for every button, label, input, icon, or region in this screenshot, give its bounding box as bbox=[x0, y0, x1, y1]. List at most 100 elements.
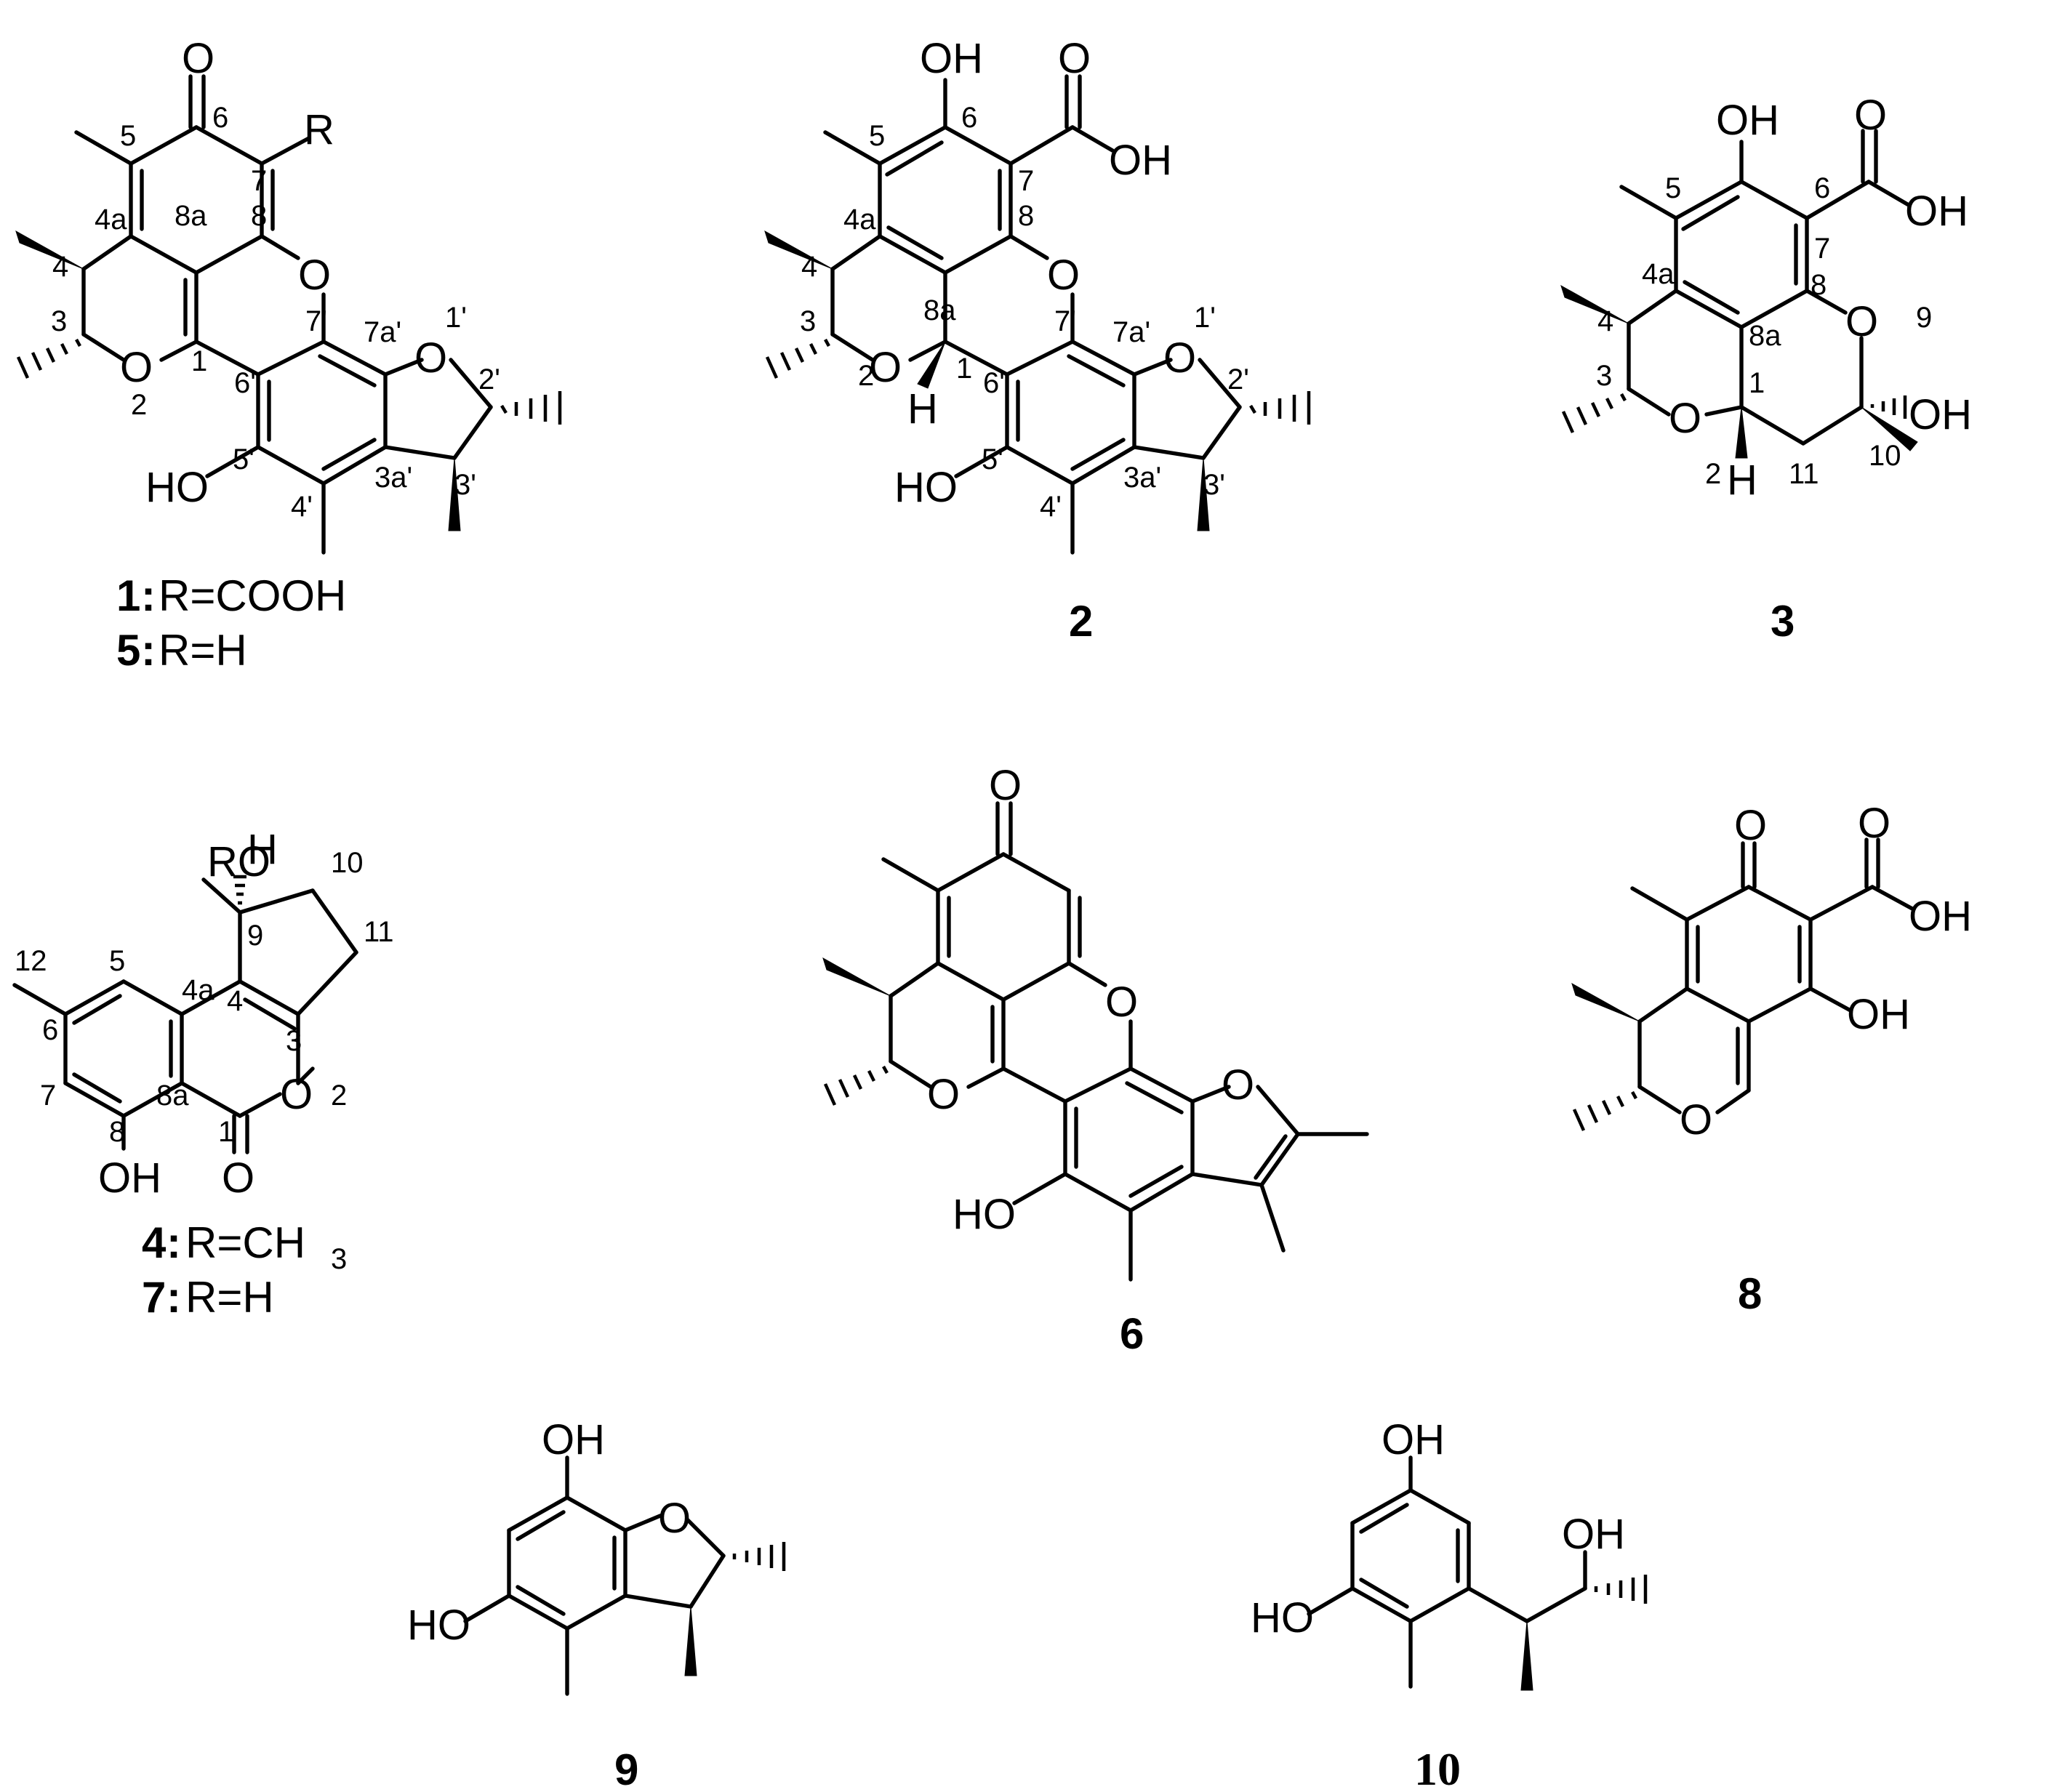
c2-label-6: 6 bbox=[961, 102, 977, 134]
c3-label-10: 10 bbox=[1869, 440, 1901, 472]
c7-caption-r: R=H bbox=[185, 1273, 274, 1322]
c3-label-11: 11 bbox=[1789, 458, 1819, 490]
c3-O2: O bbox=[1669, 395, 1701, 442]
c7-caption-colon: : bbox=[167, 1273, 181, 1322]
c8-OH: OH bbox=[1847, 991, 1910, 1038]
structure-compound-6: O O O O HO 6 bbox=[822, 762, 1369, 1358]
c4-caption-colon: : bbox=[167, 1218, 181, 1267]
c2-O2: O bbox=[869, 344, 902, 391]
c4-caption-sub: 3 bbox=[331, 1243, 347, 1275]
c9-OH: OH bbox=[542, 1416, 605, 1463]
structure-compound-8: O O OH OH O 8 bbox=[1571, 800, 1972, 1318]
c5-caption-colon: : bbox=[141, 626, 156, 675]
c3-label-8: 8 bbox=[1811, 269, 1827, 301]
c2-ring-O: O bbox=[1047, 252, 1080, 299]
c3-H1: H bbox=[1727, 457, 1757, 504]
c6-O1prime: O bbox=[1222, 1061, 1254, 1109]
c4-label-10: 10 bbox=[331, 847, 364, 879]
structure-compound-10: OH HO OH 10 bbox=[1251, 1416, 1648, 1792]
c9-caption-id: 9 bbox=[614, 1745, 638, 1792]
c2-OH-6: OH bbox=[920, 35, 983, 82]
c3-label-2: 2 bbox=[1705, 458, 1721, 490]
c1-label-7p: 7' bbox=[305, 305, 327, 337]
c2-caption-id: 2 bbox=[1069, 597, 1093, 646]
c3-label-3: 3 bbox=[1596, 360, 1612, 392]
c4-label-4a: 4a bbox=[182, 974, 214, 1006]
c8-ketone-O: O bbox=[1734, 802, 1767, 849]
c1-R: R bbox=[304, 106, 334, 153]
c6-carbonyl-O: O bbox=[989, 762, 1022, 809]
c1-label-4: 4 bbox=[52, 251, 68, 283]
c3-label-5: 5 bbox=[1665, 172, 1681, 204]
structure-compound-9: OH HO O 9 bbox=[407, 1416, 786, 1792]
c4-caption-id: 4 bbox=[142, 1218, 167, 1267]
c3-carbonyl-O: O bbox=[1854, 92, 1887, 139]
c4-carbonyl-O: O bbox=[222, 1154, 254, 1202]
c3-O9: O bbox=[1845, 298, 1878, 345]
c2-label-7ap: 7a' bbox=[1112, 316, 1150, 348]
c5-caption-id: 5 bbox=[116, 626, 140, 675]
c3-label-4a: 4a bbox=[1642, 258, 1675, 290]
c2-OH-acid: OH bbox=[1109, 137, 1172, 184]
structure-compound-4: RO H O O OH 10 9 5 4a 4 11 12 6 3 2 7 8 … bbox=[12, 826, 394, 1322]
c2-label-7: 7 bbox=[1018, 165, 1034, 197]
c1-label-5p: 5' bbox=[233, 443, 254, 475]
c2-label-8: 8 bbox=[1018, 200, 1034, 232]
c2-label-2: 2 bbox=[858, 360, 874, 392]
c3-label-9: 9 bbox=[1916, 302, 1932, 334]
c4-caption-r: R=CH bbox=[185, 1218, 305, 1267]
c1-label-7: 7 bbox=[251, 165, 267, 197]
c6-HO: HO bbox=[953, 1191, 1016, 1238]
c2-HO: HO bbox=[894, 464, 958, 511]
c2-label-4p: 4' bbox=[1040, 491, 1062, 523]
c4-label-4: 4 bbox=[227, 985, 243, 1017]
c4-label-8a: 8a bbox=[156, 1080, 189, 1112]
c1-label-3p: 3' bbox=[454, 469, 476, 501]
c6-caption-id: 6 bbox=[1120, 1309, 1144, 1358]
c1-label-3: 3 bbox=[51, 305, 67, 337]
c2-label-2p: 2' bbox=[1227, 363, 1249, 395]
c1-label-3ap: 3a' bbox=[374, 462, 412, 494]
c2-label-1: 1 bbox=[956, 353, 972, 385]
c2-O1prime: O bbox=[1163, 334, 1196, 382]
c4-label-5: 5 bbox=[109, 945, 125, 977]
c1-O1prime: O bbox=[414, 334, 447, 382]
c4-label-9: 9 bbox=[247, 920, 263, 952]
c1-label-4a: 4a bbox=[95, 204, 127, 236]
c4-label-3: 3 bbox=[286, 1025, 302, 1057]
c1-HO: HO bbox=[145, 464, 209, 511]
c1-label-6: 6 bbox=[212, 102, 228, 134]
c4-OH-8: OH bbox=[98, 1154, 161, 1202]
c3-OH-acid: OH bbox=[1905, 188, 1968, 235]
c3-label-4: 4 bbox=[1597, 305, 1613, 337]
c4-RO: RO bbox=[207, 838, 270, 885]
c4-label-2: 2 bbox=[331, 1080, 347, 1112]
c1-label-8: 8 bbox=[251, 200, 267, 232]
c6-ring-O: O bbox=[1105, 979, 1138, 1026]
c1-label-1p: 1' bbox=[445, 302, 467, 334]
c4-label-11: 11 bbox=[364, 916, 394, 948]
c3-label-7: 7 bbox=[1814, 233, 1830, 265]
c3-OH-10: OH bbox=[1909, 391, 1972, 438]
c1-label-7ap: 7a' bbox=[364, 316, 401, 348]
c4-label-8: 8 bbox=[109, 1116, 125, 1148]
c2-label-1p: 1' bbox=[1194, 302, 1216, 334]
c2-label-7p: 7' bbox=[1054, 305, 1076, 337]
c1-ring-O: O bbox=[298, 252, 331, 299]
c9-ring-O: O bbox=[658, 1495, 691, 1542]
c1-caption-id: 1 bbox=[116, 571, 140, 620]
c1-label-5: 5 bbox=[120, 120, 136, 152]
c10-caption-id: 10 bbox=[1414, 1743, 1461, 1792]
c1-label-4p: 4' bbox=[291, 491, 313, 523]
c3-label-8a: 8a bbox=[1749, 320, 1781, 352]
structure-compound-1: O R O O O HO 6 5 7 4a 8a 8 4 3 2 1 7' 7a… bbox=[15, 35, 562, 675]
c1-caption-r: R=COOH bbox=[159, 571, 346, 620]
structure-compound-2: OH O OH O O H O HO 6 5 7 8 4a 8a 4 3 2 1… bbox=[764, 35, 1311, 646]
c2-label-3ap: 3a' bbox=[1123, 462, 1161, 494]
c8-acid-O: O bbox=[1858, 800, 1890, 847]
c1-label-1: 1 bbox=[191, 345, 207, 377]
c2-label-4: 4 bbox=[801, 251, 817, 283]
c4-label-1: 1 bbox=[218, 1116, 234, 1148]
c1-label-2p: 2' bbox=[478, 363, 500, 395]
